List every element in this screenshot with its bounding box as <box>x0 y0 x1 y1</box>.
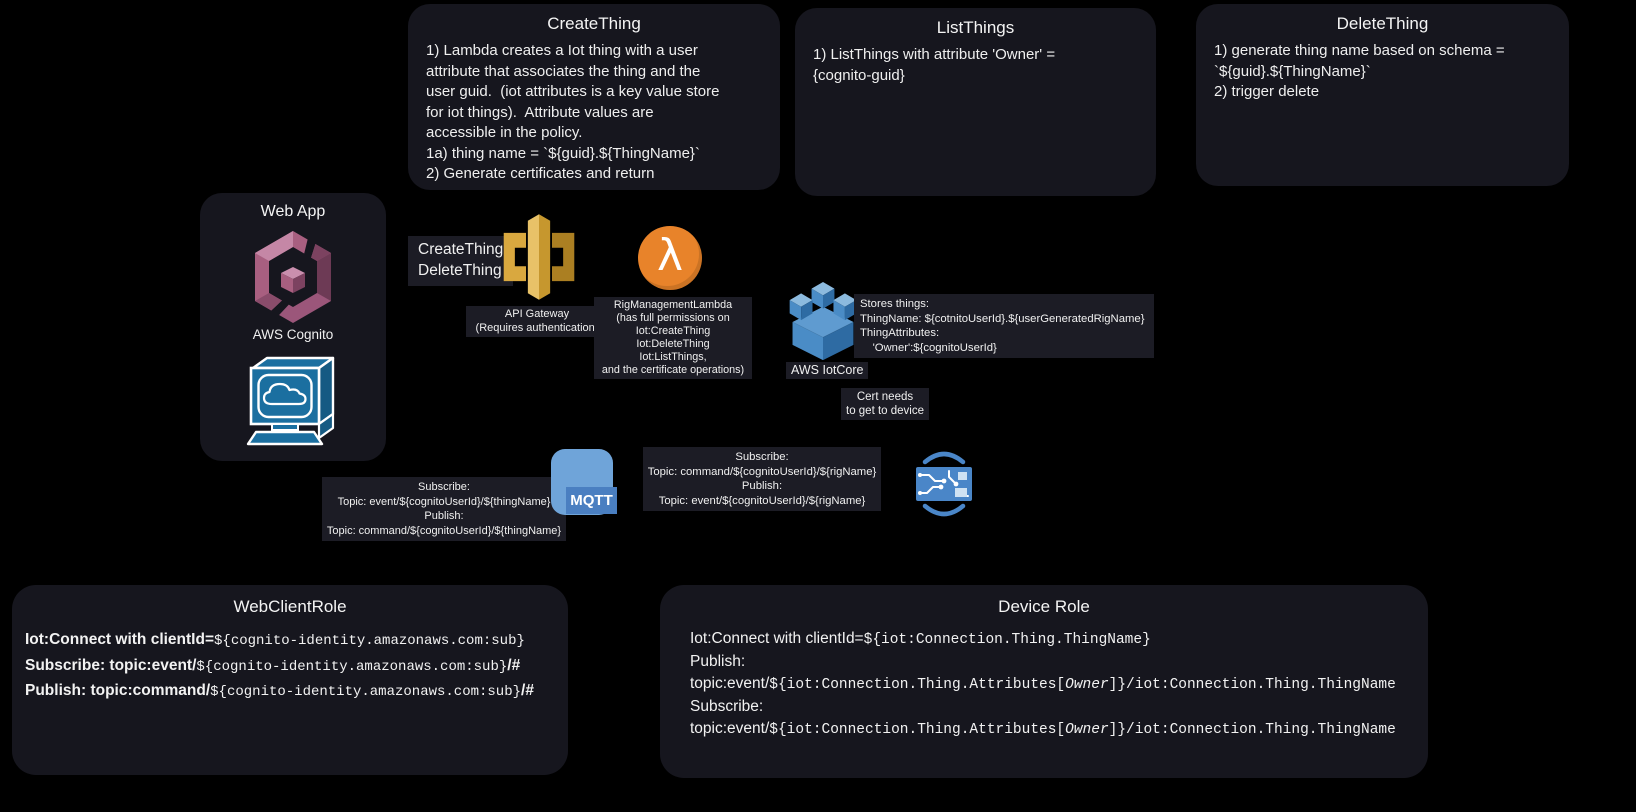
api-operations-label: CreateThing DeleteThing <box>408 236 514 286</box>
policy-line: topic:event/${iot:Connection.Thing.Attri… <box>690 673 1428 696</box>
policy-line-prefix: Iot:Connect with clientId= <box>25 631 215 648</box>
lambda-glyph: λ <box>656 230 684 281</box>
policy-line-prefix: Subscribe: topic:event/ <box>25 656 197 674</box>
policy-line: Publish: topic:command/${cognito-identit… <box>25 679 568 705</box>
web-client-role-title: WebClientRole <box>233 597 347 616</box>
policy-line-mono: ${cognito-identity.amazonaws.com:sub} <box>196 658 508 675</box>
list-things-note-title: ListThings <box>936 18 1015 37</box>
policy-line-prefix: Iot:Connect with clientId= <box>690 630 864 647</box>
device-role-title: Device Role <box>998 597 1090 616</box>
create-thing-note-body: 1) Lambda creates a Iot thing with a use… <box>426 42 720 182</box>
policy-line-mono: ]}/iot:Connection.Thing.ThingName <box>1108 677 1396 693</box>
policy-line: Iot:Connect with clientId=${iot:Connecti… <box>690 628 1428 651</box>
policy-line: Subscribe: topic:event/${cognito-identit… <box>25 654 568 680</box>
create-thing-note-panel: CreateThing 1) Lambda creates a Iot thin… <box>408 4 780 190</box>
policy-line-prefix: topic:event/ <box>690 720 770 737</box>
aws-cognito-label: AWS Cognito <box>252 327 334 342</box>
delete-thing-note-panel: DeleteThing 1) generate thing name based… <box>1196 4 1569 186</box>
policy-line-mono: ${iot:Connection.Thing.Attributes[ <box>769 677 1066 693</box>
web-app-title: Web App <box>260 203 326 220</box>
cert-note: Cert needs to get to device <box>841 388 929 420</box>
delete-thing-note-body: 1) generate thing name based on schema =… <box>1214 42 1505 100</box>
lambda-icon: λ <box>638 226 702 290</box>
api-gateway-icon <box>503 214 575 300</box>
policy-line-prefix: topic:event/ <box>690 675 770 692</box>
api-gateway-caption: API Gateway (Requires authentication) <box>466 306 608 337</box>
web-client-role-panel: WebClientRole Iot:Connect with clientId=… <box>12 585 568 775</box>
mqtt-icon: MQTT <box>551 449 617 515</box>
aws-iot-core-icon <box>789 282 857 361</box>
create-thing-note-title: CreateThing <box>547 14 641 33</box>
web-client-topics-note: Subscribe: Topic: event/${cognitoUserId}… <box>322 477 566 541</box>
policy-line-suffix: /# <box>521 682 534 699</box>
list-things-note-panel: ListThings 1) ListThings with attribute … <box>795 8 1156 196</box>
policy-line-mono: ${iot:Connection.Thing.Attributes[ <box>769 722 1066 738</box>
policy-line: Subscribe: <box>690 698 764 715</box>
policy-line-mono: ]}/iot:Connection.Thing.ThingName <box>1108 722 1396 738</box>
policy-line-mono: ${iot:Connection.Thing.ThingName} <box>863 632 1151 648</box>
web-app-panel: Web App AWS Cognito <box>200 193 386 461</box>
device-role-panel: Device Role Iot:Connect with clientId=${… <box>660 585 1428 778</box>
stores-things-note: Stores things: ThingName: ${cotnitoUserI… <box>854 294 1154 358</box>
policy-line-suffix: /# <box>507 656 521 674</box>
device-topics-note: Subscribe: Topic: command/${cognitoUserI… <box>643 447 881 511</box>
list-things-note-body: 1) ListThings with attribute 'Owner' = {… <box>813 46 1056 84</box>
mqtt-band: MQTT <box>566 487 617 514</box>
delete-thing-note-title: DeleteThing <box>1336 14 1429 33</box>
policy-line-italic: Owner <box>1065 722 1109 738</box>
policy-line-prefix: Publish: topic:command/ <box>25 682 211 699</box>
workstation-icon <box>246 356 335 446</box>
policy-line: Iot:Connect with clientId=${cognito-iden… <box>25 628 568 654</box>
mqtt-label: MQTT <box>570 492 613 509</box>
aws-iot-core-label: AWS IotCore <box>786 362 869 379</box>
policy-line-italic: Owner <box>1065 677 1109 693</box>
policy-line-mono: ${cognito-identity.amazonaws.com:sub} <box>214 633 525 649</box>
policy-line-mono: ${cognito-identity.amazonaws.com:sub} <box>210 684 522 700</box>
policy-line: topic:event/${iot:Connection.Thing.Attri… <box>690 718 1428 741</box>
aws-cognito-icon <box>255 231 331 323</box>
device-circuit-board-icon <box>916 451 972 517</box>
policy-line: Publish: <box>690 653 746 670</box>
lambda-caption: RigManagementLambda (has full permission… <box>594 297 752 379</box>
